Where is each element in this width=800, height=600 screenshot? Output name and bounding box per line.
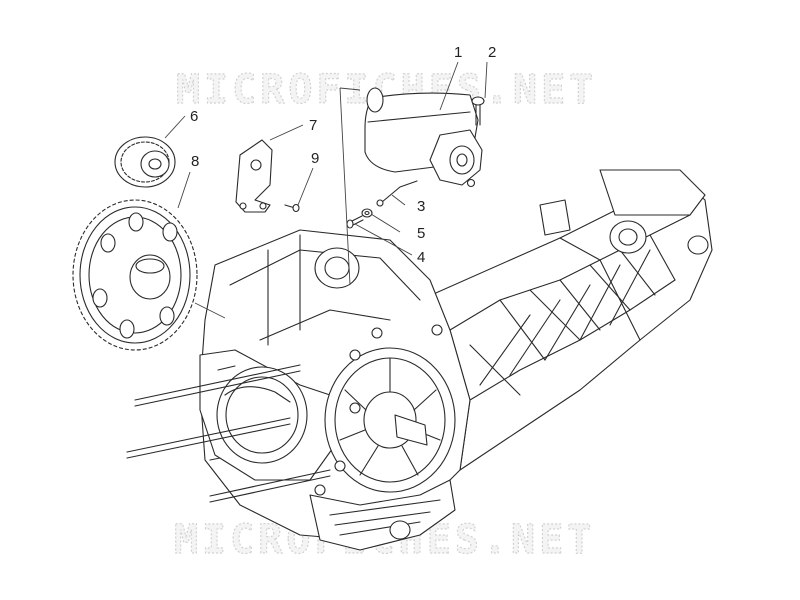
part-8-ring-gear (72, 199, 198, 351)
callout-1: 1 (454, 44, 462, 61)
part-9-small-screw (284, 203, 300, 213)
callout-2: 2 (488, 44, 496, 61)
callout-9: 9 (311, 150, 319, 167)
callout-7: 7 (309, 117, 317, 134)
part-2-screw (471, 96, 485, 126)
callout-5: 5 (417, 225, 425, 242)
part-6-pinion-gear (114, 136, 176, 188)
callout-3: 3 (417, 198, 425, 215)
callout-8: 8 (191, 153, 199, 170)
cylinder-studs (126, 364, 331, 503)
callout-4: 4 (417, 249, 425, 266)
part-4-bolt (346, 215, 364, 229)
part-7-bracket (235, 139, 273, 213)
part-1-starter-motor (364, 87, 483, 188)
leader-lines (164, 61, 488, 319)
callout-6: 6 (190, 108, 198, 125)
part-3-cable-clip (376, 180, 418, 207)
part-5-washer (361, 208, 373, 218)
crankcase-housing (199, 169, 713, 551)
watermark-top: MICROFICHES.NET (176, 67, 597, 113)
